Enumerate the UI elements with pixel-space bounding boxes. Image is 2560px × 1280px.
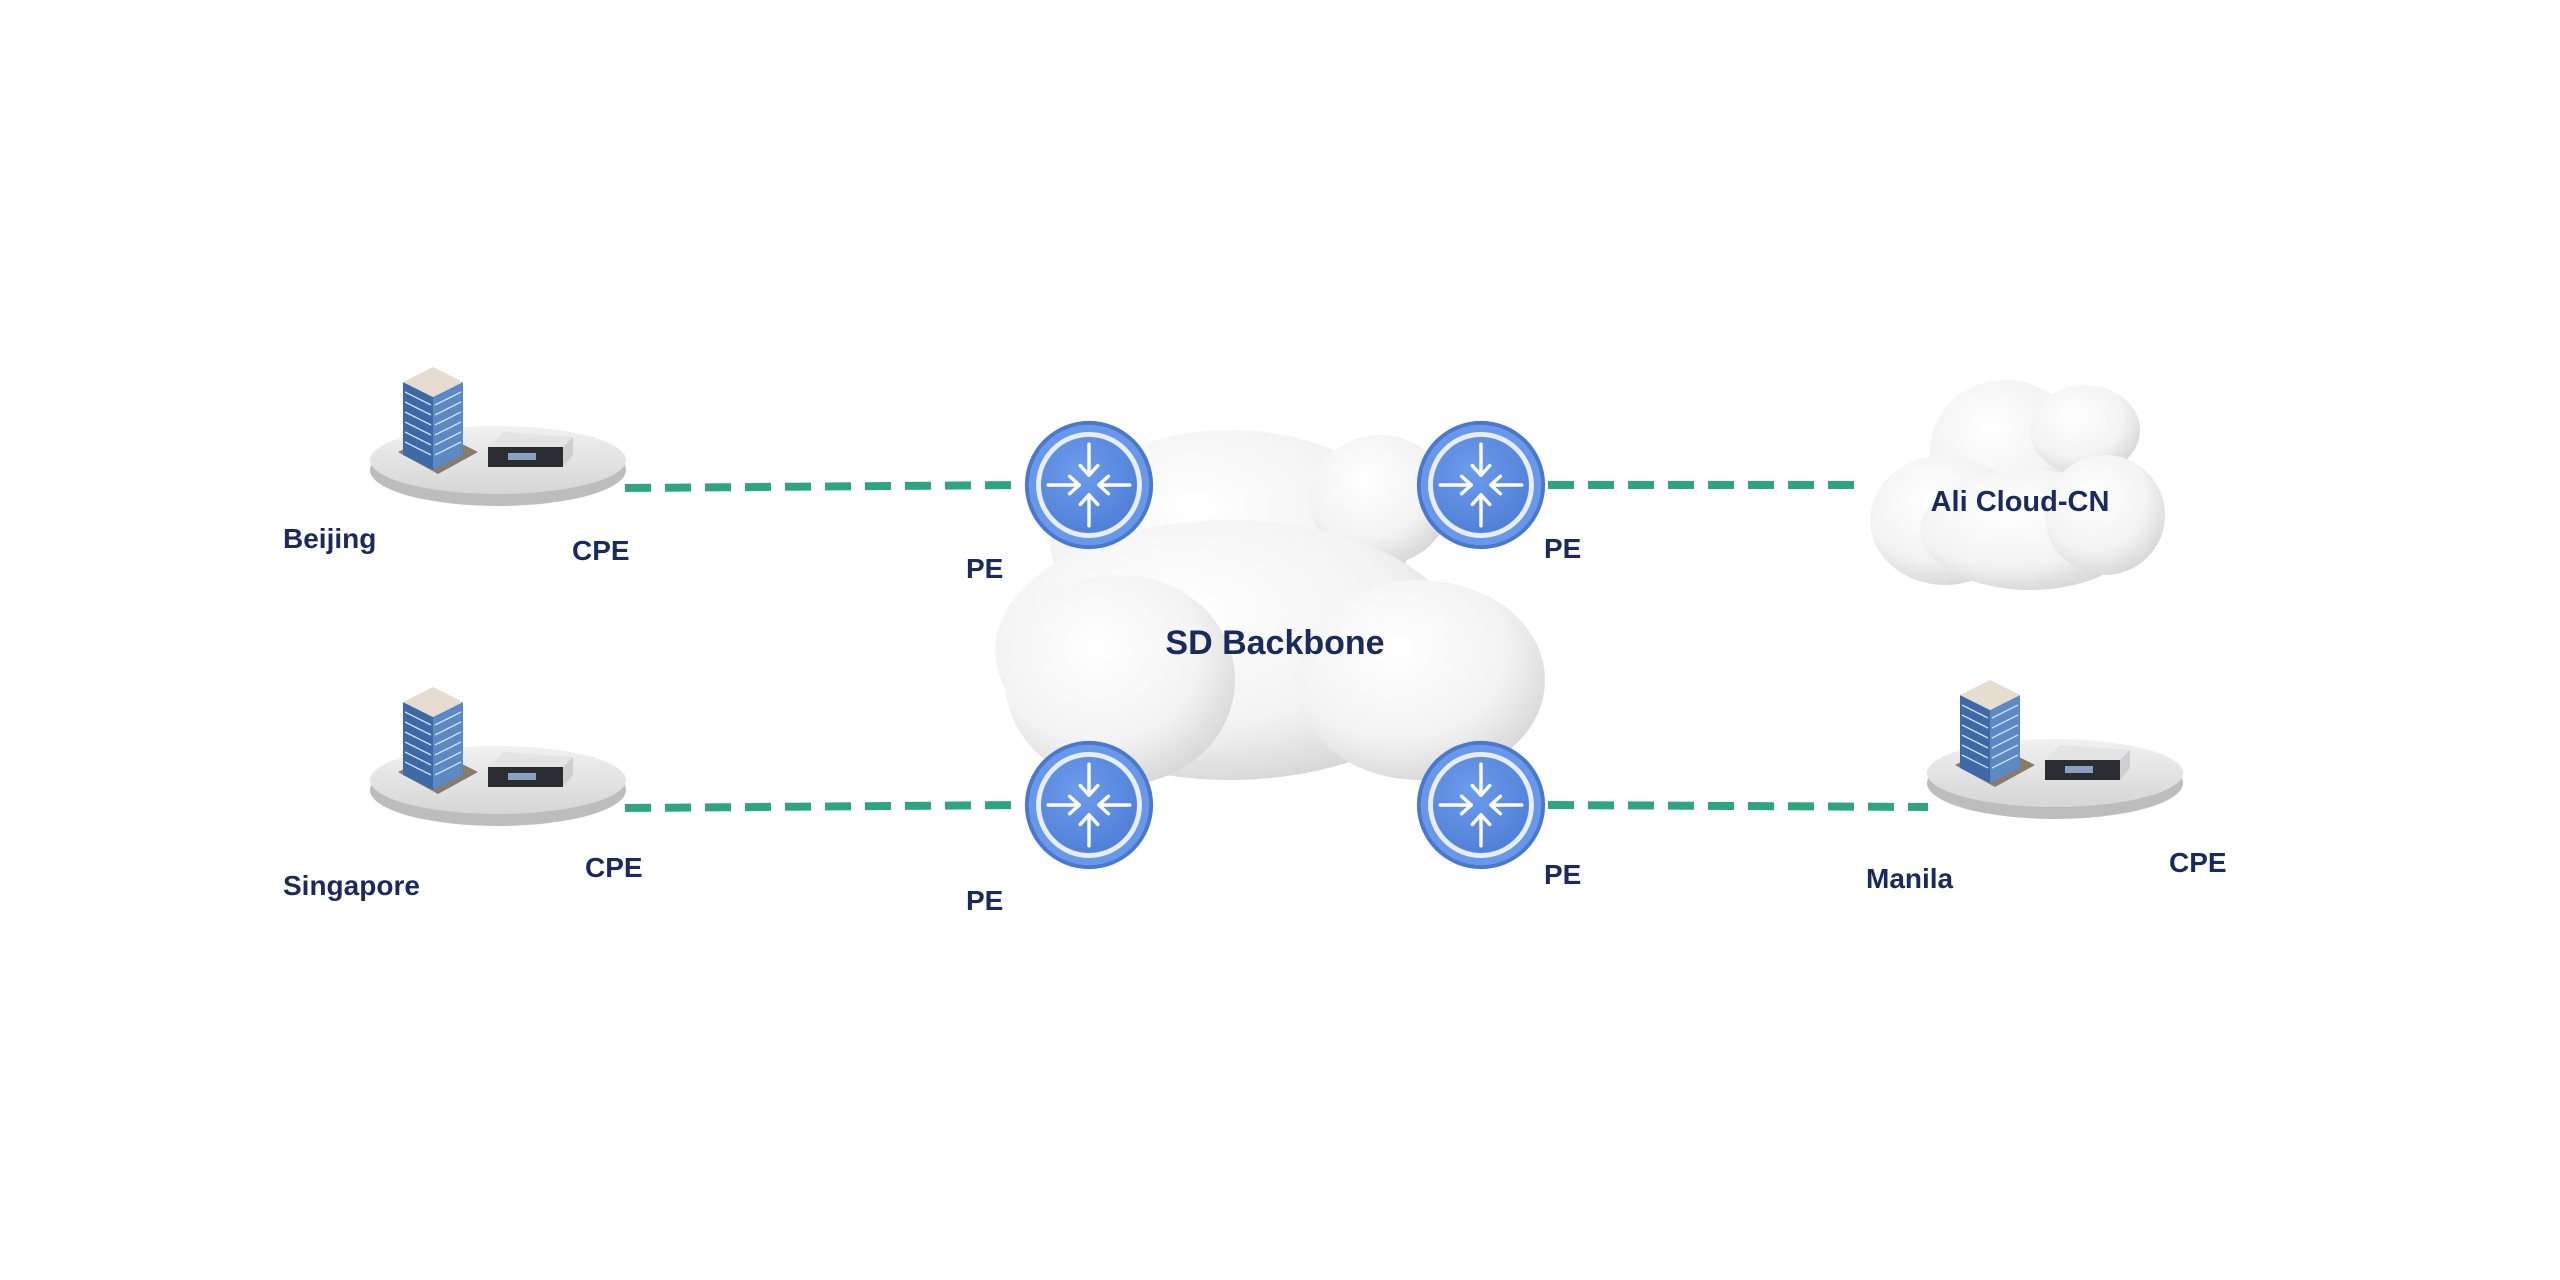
cpe-label: CPE <box>572 535 630 566</box>
cpe-label: CPE <box>2169 847 2227 878</box>
link-pe-manila <box>1547 801 1929 811</box>
site-name: Manila <box>1866 863 1954 894</box>
site-singapore[interactable]: Singapore CPE <box>283 686 643 901</box>
pe-label: PE <box>1544 533 1581 564</box>
site-beijing[interactable]: Beijing CPE <box>283 366 630 566</box>
backbone-label: SD Backbone <box>1165 624 1384 662</box>
building-with-cpe-icon <box>369 686 627 827</box>
pe-router-icon[interactable] <box>1025 421 1153 549</box>
pe-router-icon[interactable] <box>1025 741 1153 869</box>
link-singapore-pe <box>624 801 1026 812</box>
link-beijing-pe <box>624 481 1026 492</box>
pe-label: PE <box>966 885 1003 916</box>
building-with-cpe-icon <box>1926 679 2184 820</box>
building-with-cpe-icon <box>369 366 627 507</box>
pe-router-icon[interactable] <box>1417 741 1545 869</box>
site-name: Beijing <box>283 523 376 554</box>
pe-router-icon[interactable] <box>1417 421 1545 549</box>
site-name: Singapore <box>283 870 420 901</box>
pe-label: PE <box>1544 859 1581 890</box>
site-manila[interactable]: Manila CPE <box>1866 679 2227 894</box>
pe-label: PE <box>966 553 1003 584</box>
cpe-label: CPE <box>585 852 643 883</box>
ali-cloud-label: Ali Cloud-CN <box>1931 486 2110 518</box>
ali-cloud: Ali Cloud-CN <box>1870 380 2165 590</box>
